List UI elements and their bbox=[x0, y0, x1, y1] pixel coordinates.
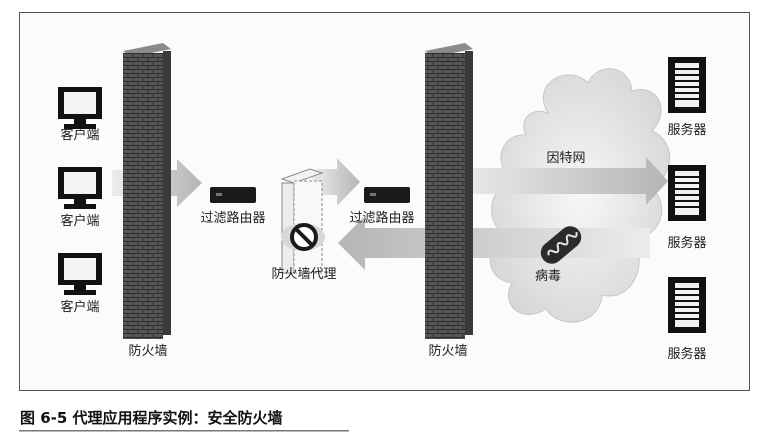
internet-label: 因特网 bbox=[546, 151, 586, 166]
server-icon bbox=[668, 165, 706, 221]
arrow-proxy-to-firewall bbox=[312, 158, 360, 206]
firewall-left-label: 防火墙 bbox=[128, 344, 168, 359]
server-label: 服务器 bbox=[667, 123, 707, 138]
client-label: 客户端 bbox=[60, 128, 100, 143]
firewall-left-wall bbox=[123, 43, 171, 339]
firewall-right-wall bbox=[425, 43, 473, 339]
virus-label: 病毒 bbox=[534, 269, 562, 284]
server-icon bbox=[668, 277, 706, 333]
router-icon bbox=[364, 187, 410, 203]
server-icon bbox=[668, 57, 706, 113]
no-entry-icon bbox=[290, 223, 318, 251]
computer-icon bbox=[58, 87, 102, 129]
computer-icon bbox=[58, 167, 102, 209]
firewall-proxy-box bbox=[280, 168, 325, 274]
server-label: 服务器 bbox=[667, 236, 707, 251]
virus-icon bbox=[540, 226, 582, 264]
router-icon bbox=[210, 187, 256, 203]
figure-caption: 图 6-5 代理应用程序实例：安全防火墙 bbox=[20, 409, 283, 427]
proxy-label: 防火墙代理 bbox=[271, 267, 337, 282]
proxy-firewall-diagram bbox=[58, 43, 706, 339]
router-right-label: 过滤路由器 bbox=[349, 211, 415, 226]
computer-icon bbox=[58, 253, 102, 295]
client-label: 客户端 bbox=[60, 214, 100, 229]
caption-divider bbox=[19, 430, 349, 432]
client-label: 客户端 bbox=[60, 300, 100, 315]
internet-cloud bbox=[489, 68, 671, 323]
diagram-frame: 客户端 客户端 客户端 防火墙 过滤路由器 防火墙代理 过滤路由器 防火墙 因特… bbox=[19, 12, 750, 391]
arrow-internet-to-servers bbox=[452, 157, 668, 205]
router-left-label: 过滤路由器 bbox=[200, 211, 266, 226]
firewall-right-label: 防火墙 bbox=[428, 344, 468, 359]
server-label: 服务器 bbox=[667, 347, 707, 362]
